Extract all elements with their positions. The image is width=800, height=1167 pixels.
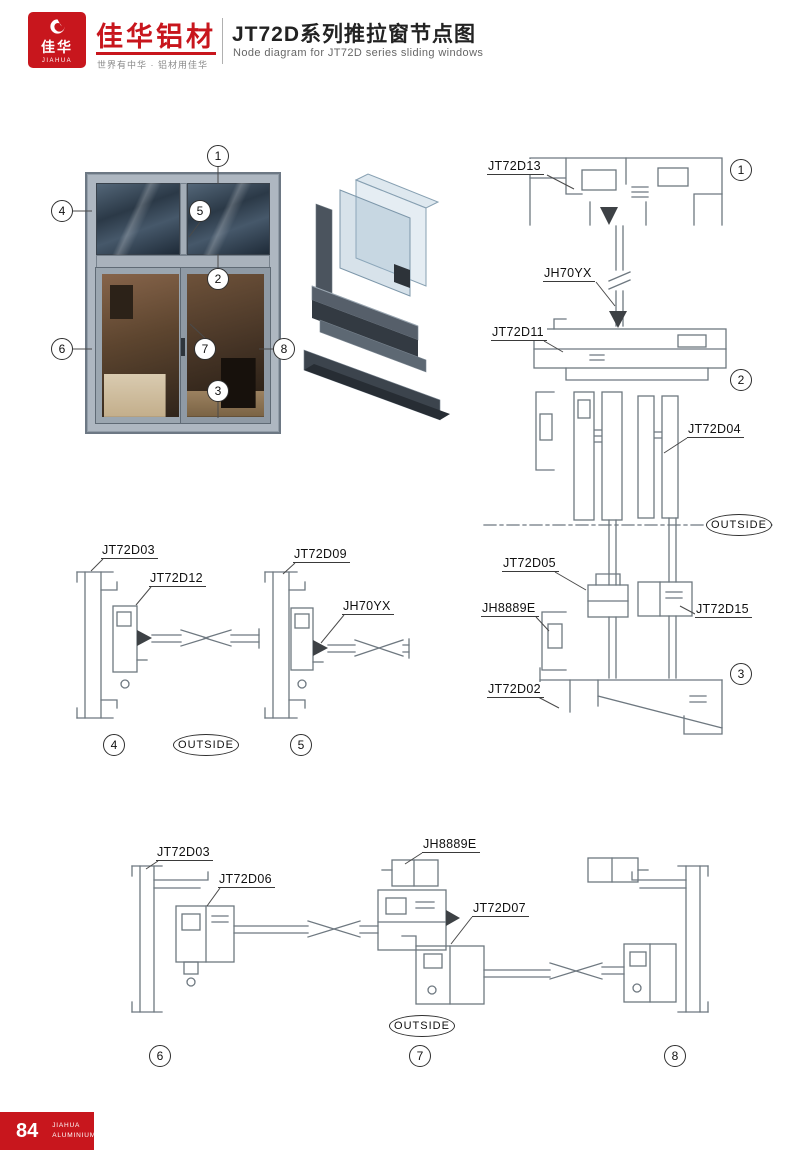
brand-logo-icon bbox=[49, 18, 65, 34]
label-jt72d12: JT72D12 bbox=[149, 571, 206, 587]
footer-brand: JIAHUA ALUMINIUM bbox=[52, 1121, 96, 1141]
outside-label-bottom: OUTSIDE bbox=[389, 1015, 455, 1037]
label-jt72d09: JT72D09 bbox=[293, 547, 350, 563]
photo-callout-1: 1 bbox=[207, 145, 229, 167]
label-jt72d06: JT72D06 bbox=[218, 872, 275, 888]
label-jt72d13: JT72D13 bbox=[487, 159, 544, 175]
bottom-section-drawing bbox=[131, 857, 709, 1013]
section-callout-4: 4 bbox=[103, 734, 125, 756]
section-callout-7: 7 bbox=[409, 1045, 431, 1067]
outside-label-vertical: OUTSIDE bbox=[706, 514, 772, 536]
brand-underline bbox=[96, 52, 216, 55]
outside-label-mid: OUTSIDE bbox=[173, 734, 239, 756]
section-callout-3: 3 bbox=[730, 663, 752, 685]
fixed-pane-left bbox=[96, 183, 180, 255]
brand-logo-text: 佳华 bbox=[41, 38, 73, 55]
photo-callout-3: 3 bbox=[207, 380, 229, 402]
sash-glass-left bbox=[102, 274, 179, 417]
section-callout-2: 2 bbox=[730, 369, 752, 391]
brand-logo-subtext: JIAHUA bbox=[41, 57, 73, 64]
window-photo bbox=[85, 172, 281, 434]
sash-handle bbox=[180, 337, 185, 356]
footer-banner: 84 JIAHUA ALUMINIUM bbox=[0, 1112, 96, 1150]
label-jt72d03-bottom: JT72D03 bbox=[156, 845, 213, 861]
photo-callout-2: 2 bbox=[207, 268, 229, 290]
brand-logo: 佳华 JIAHUA bbox=[28, 12, 86, 68]
label-jh8889e-bottom: JH8889E bbox=[422, 837, 480, 853]
label-jh70yx-mid: JH70YX bbox=[342, 599, 394, 615]
footer-brand-line1: JIAHUA bbox=[52, 1122, 81, 1130]
sliding-sash-left bbox=[96, 268, 185, 423]
profile-3d-render bbox=[303, 173, 450, 421]
section-callout-5: 5 bbox=[290, 734, 312, 756]
mid-section-drawing bbox=[76, 571, 410, 719]
mullion bbox=[179, 183, 187, 255]
section-callout-1: 1 bbox=[730, 159, 752, 181]
brand-slogan: 世界有中华 · 铝材用佳华 bbox=[97, 60, 208, 70]
transom-bar bbox=[96, 255, 270, 268]
photo-callout-5: 5 bbox=[189, 200, 211, 222]
label-jt72d05: JT72D05 bbox=[502, 556, 559, 572]
label-jt72d11: JT72D11 bbox=[491, 325, 547, 341]
section-callout-6: 6 bbox=[149, 1045, 171, 1067]
brand-title: 佳华铝材 bbox=[96, 22, 216, 52]
header-divider bbox=[222, 18, 223, 64]
photo-callout-4: 4 bbox=[51, 200, 73, 222]
label-jt72d04: JT72D04 bbox=[687, 422, 744, 438]
label-jh70yx-vertical: JH70YX bbox=[543, 266, 595, 282]
label-jt72d03-mid: JT72D03 bbox=[101, 543, 158, 559]
label-jt72d02: JT72D02 bbox=[487, 682, 544, 698]
label-jt72d07: JT72D07 bbox=[472, 901, 529, 917]
section-callout-8: 8 bbox=[664, 1045, 686, 1067]
window-sliding-section bbox=[96, 268, 270, 423]
page-title: JT72D系列推拉窗节点图 bbox=[232, 23, 477, 46]
label-jt72d15: JT72D15 bbox=[695, 602, 752, 618]
page-subtitle: Node diagram for JT72D series sliding wi… bbox=[233, 47, 484, 59]
page-number: 84 bbox=[16, 1119, 39, 1142]
footer-brand-line2: ALUMINIUM bbox=[52, 1132, 96, 1139]
photo-callout-7: 7 bbox=[194, 338, 216, 360]
vertical-section-drawing bbox=[483, 157, 773, 735]
label-jh8889e-vertical: JH8889E bbox=[481, 601, 539, 617]
photo-callout-8: 8 bbox=[273, 338, 295, 360]
window-top-fixed-panes bbox=[96, 183, 270, 255]
photo-callout-6: 6 bbox=[51, 338, 73, 360]
